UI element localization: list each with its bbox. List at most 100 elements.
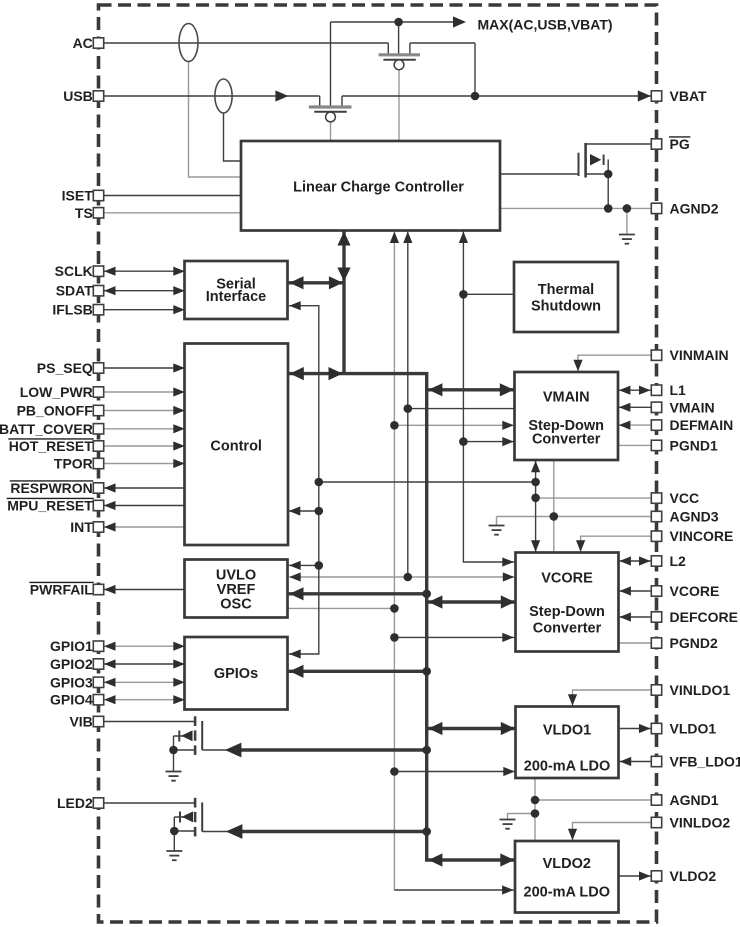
pin-pwrfail-label: PWRFAIL	[30, 582, 93, 598]
arrowhead-flow	[637, 90, 651, 102]
arrowhead	[104, 500, 116, 511]
junction-dot	[403, 572, 413, 582]
arrowhead-thick	[428, 721, 443, 736]
pin-vldo2: VLDO2	[650, 868, 716, 884]
arrowhead	[173, 659, 185, 669]
pin-vmain: VMAIN	[650, 399, 715, 415]
arrowhead-thick	[289, 587, 304, 601]
nmos-vib-icon	[178, 716, 204, 755]
junction-dot	[549, 512, 559, 521]
pin-ts-label: TS	[75, 205, 93, 221]
arrowhead-thick	[328, 276, 343, 290]
junction-dot	[530, 795, 540, 805]
block-control-label: Control	[210, 438, 262, 454]
pin-vbat-label: VBAT	[670, 88, 708, 104]
pin-gpio4-label: GPIO4	[50, 692, 93, 708]
pin-ac-label: AC	[73, 35, 93, 51]
pin-l1: L1	[650, 382, 687, 398]
pin-usb: USB	[63, 88, 105, 104]
block-vldo1-label: VLDO1	[543, 722, 591, 738]
pin-vcore: VCORE	[650, 583, 720, 599]
pin-pgnd1-label: PGND1	[670, 437, 718, 453]
arrowhead	[104, 695, 116, 705]
pin-l2-label: L2	[670, 553, 687, 569]
junction-dot	[390, 633, 399, 642]
arrowhead	[173, 441, 185, 451]
pin-gpio2: GPIO2	[50, 656, 105, 672]
pin-ts: TS	[75, 205, 105, 221]
pin-l1-label: L1	[670, 382, 687, 398]
pin-gpio3-label: GPIO3	[50, 674, 93, 690]
arrowhead-thick	[428, 595, 443, 609]
pin-sclk: SCLK	[55, 263, 105, 279]
junction-dot	[530, 809, 540, 818]
pin-vib: VIB	[69, 714, 105, 730]
junction-dot	[603, 204, 613, 213]
pin-defmain: DEFMAIN	[650, 417, 734, 433]
block-vldo2: VLDO2 200-mA LDO	[513, 839, 620, 914]
junction-dot	[603, 169, 613, 179]
arrowhead-flow	[453, 16, 466, 28]
block-vldo2-label: 200-mA LDO	[524, 884, 610, 900]
junction-dot	[390, 604, 399, 613]
pin-led2: LED2	[57, 795, 105, 811]
pin-agnd3: AGND3	[650, 509, 719, 525]
pin-vcore-label: VCORE	[670, 583, 720, 599]
block-vcore-label: Step-Down	[529, 604, 605, 620]
pin-sdat-label: SDAT	[56, 283, 94, 299]
pin-gpio3: GPIO3	[50, 674, 105, 690]
chip-boundary	[96, 3, 659, 924]
arrowhead	[502, 885, 514, 895]
arrowhead-thick	[499, 383, 514, 397]
block-thermal: Thermal Shutdown	[512, 260, 620, 334]
block-lcc-label: Linear Charge Controller	[293, 179, 464, 195]
ground-agnd2-icon	[618, 233, 635, 245]
pin-pgnd2-label: PGND2	[670, 635, 718, 651]
arrowhead	[173, 363, 185, 373]
block-vldo1: VLDO1 200-mA LDO	[514, 705, 620, 780]
arrowhead	[389, 231, 399, 243]
junction-dot	[170, 826, 179, 836]
pin-iflsb: IFLSB	[52, 302, 105, 318]
junction-dot	[422, 667, 432, 676]
arrowhead-thick	[328, 367, 343, 381]
block-vmain-label: VMAIN	[543, 389, 590, 405]
arrowhead	[567, 694, 578, 706]
pin-iflsb-label: IFLSB	[52, 302, 92, 318]
arrowhead-thick	[500, 853, 515, 867]
pin-hot_reset: HOT_RESET	[8, 438, 105, 454]
pin-iset: ISET	[62, 188, 105, 204]
wires-thick	[240, 230, 516, 862]
sense-ellipse-ac	[178, 22, 199, 63]
pin-vldo1: VLDO1	[650, 721, 717, 737]
junction-dot	[390, 767, 399, 776]
arrowhead	[173, 458, 185, 469]
block-gpios-label: GPIOs	[214, 666, 258, 682]
arrowhead	[173, 266, 185, 276]
arrowhead	[289, 572, 301, 582]
pin-vbat: VBAT	[650, 88, 708, 104]
max-output-label: MAX(AC,USB,VBAT)	[478, 17, 613, 33]
pin-pgnd2: PGND2	[650, 635, 718, 651]
pin-vinldo2-label: VINLDO2	[670, 815, 731, 831]
ground-vib-icon	[165, 770, 182, 782]
pin-pwrfail: PWRFAIL	[29, 582, 105, 598]
wires-gray	[103, 61, 652, 890]
arrowhead	[619, 586, 631, 596]
nmos-led2-icon	[179, 797, 204, 837]
arrowhead-big	[224, 742, 242, 758]
pmos-ac-icon	[378, 53, 420, 71]
arrowhead	[173, 424, 185, 434]
junction-dot	[422, 745, 432, 755]
arrowhead-thick	[337, 267, 351, 282]
junction-dot	[314, 506, 324, 516]
pin-pb_onoff: PB_ONOFF	[17, 403, 105, 419]
pin-vldo1-label: VLDO1	[670, 721, 717, 737]
junction-dot	[531, 477, 540, 487]
pin-defmain-label: DEFMAIN	[670, 417, 734, 433]
block-vcore-label: Converter	[533, 620, 602, 636]
pin-vmain-label: VMAIN	[670, 399, 715, 415]
arrowhead	[502, 557, 514, 567]
pin-defcore-label: DEFCORE	[670, 609, 738, 625]
